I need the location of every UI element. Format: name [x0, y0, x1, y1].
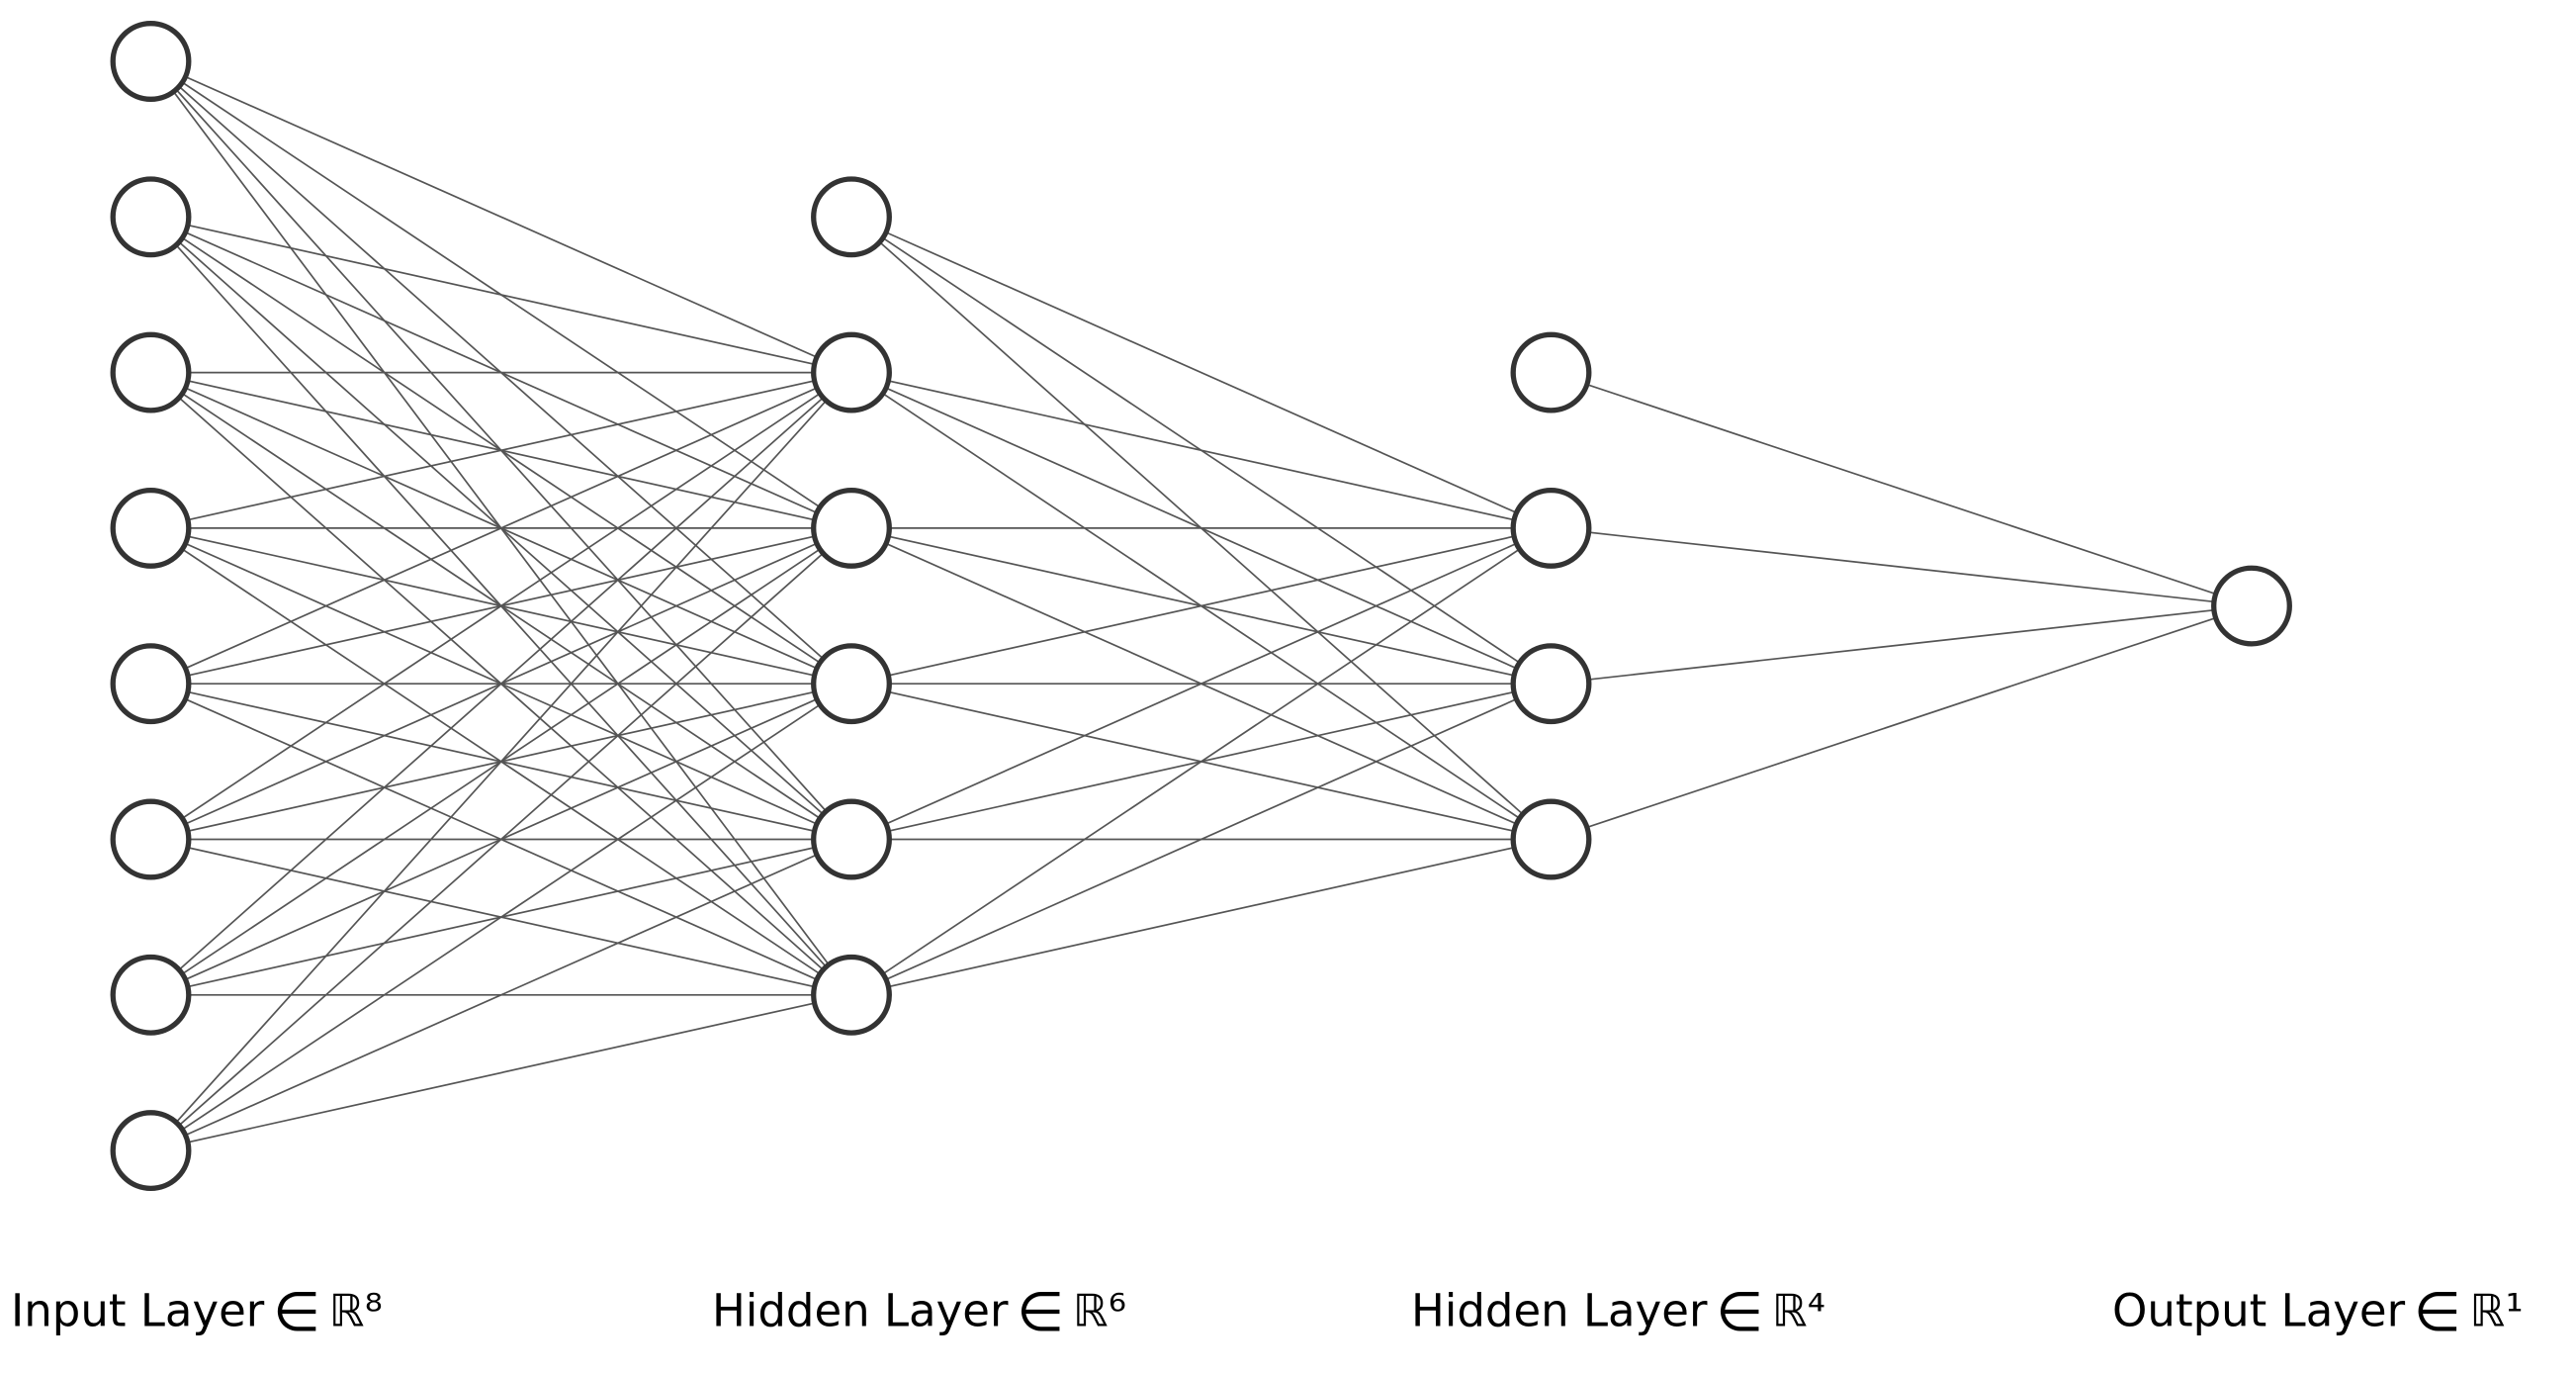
- edge-hidden-layer-1-5-to-hidden-layer-2-1: [850, 527, 1552, 996]
- edge-input-layer-6-to-hidden-layer-1-1: [149, 371, 852, 996]
- edge-input-layer-3-to-hidden-layer-1-1: [150, 371, 852, 529]
- output-layer-space: ℝ¹: [2469, 1284, 2525, 1337]
- element-of-symbol: ∈: [1017, 1280, 1065, 1343]
- element-of-symbol: ∈: [1716, 1280, 1764, 1343]
- neuron-input-layer-8: [110, 1110, 192, 1192]
- neuron-output-layer-1: [2211, 565, 2292, 647]
- input-layer-label-text: Input Layer: [11, 1284, 265, 1337]
- hidden-layer-1-label-text: Hidden Layer: [712, 1284, 1009, 1337]
- edge-hidden-layer-2-0-to-output-layer-0: [1551, 371, 2253, 607]
- hidden-layer-2-space: ℝ⁴: [1771, 1284, 1826, 1337]
- element-of-symbol: ∈: [2413, 1280, 2461, 1343]
- neuron-input-layer-6: [110, 798, 192, 880]
- neuron-hidden-layer-1-3: [811, 487, 892, 569]
- neuron-input-layer-5: [110, 643, 192, 725]
- neuron-hidden-layer-1-1: [811, 176, 892, 258]
- edge-input-layer-7-to-hidden-layer-1-3: [150, 683, 852, 1151]
- edge-hidden-layer-1-4-to-hidden-layer-2-1: [850, 527, 1552, 841]
- edge-hidden-layer-2-1-to-output-layer-0: [1551, 527, 2253, 607]
- edge-hidden-layer-1-5-to-hidden-layer-2-2: [850, 683, 1552, 996]
- neuron-input-layer-3: [110, 331, 192, 413]
- hidden-layer-1-space: ℝ⁶: [1072, 1284, 1127, 1337]
- edge-hidden-layer-1-5-to-hidden-layer-2-3: [850, 838, 1552, 996]
- neuron-input-layer-1: [110, 21, 192, 102]
- neuron-hidden-layer-2-3: [1510, 643, 1592, 725]
- output-layer-label: Output Layer∈ℝ¹: [2112, 1285, 2524, 1339]
- neuron-hidden-layer-2-2: [1510, 487, 1592, 569]
- nodes-group: [110, 21, 2292, 1192]
- neuron-hidden-layer-1-4: [811, 643, 892, 725]
- edge-hidden-layer-1-0-to-hidden-layer-2-1: [850, 216, 1552, 529]
- neuron-hidden-layer-1-2: [811, 331, 892, 413]
- edge-hidden-layer-2-3-to-output-layer-0: [1551, 604, 2253, 841]
- hidden-layer-1-label: Hidden Layer∈ℝ⁶: [712, 1285, 1126, 1339]
- neuron-input-layer-4: [110, 487, 192, 569]
- neuron-hidden-layer-2-4: [1510, 798, 1592, 880]
- edge-input-layer-1-to-hidden-layer-1-1: [150, 216, 852, 374]
- edge-hidden-layer-1-1-to-hidden-layer-2-1: [850, 371, 1552, 529]
- hidden-layer-2-label: Hidden Layer∈ℝ⁴: [1411, 1285, 1825, 1339]
- neuron-hidden-layer-2-1: [1510, 331, 1592, 413]
- edges-group: [149, 60, 2253, 1151]
- hidden-layer-2-label-text: Hidden Layer: [1411, 1284, 1708, 1337]
- element-of-symbol: ∈: [273, 1280, 320, 1343]
- neuron-hidden-layer-1-6: [811, 954, 892, 1036]
- neuron-input-layer-2: [110, 176, 192, 258]
- edge-input-layer-7-to-hidden-layer-1-1: [149, 372, 852, 1151]
- edge-input-layer-4-to-hidden-layer-1-1: [150, 371, 852, 685]
- input-layer-label: Input Layer∈ℝ⁸: [11, 1285, 383, 1339]
- output-layer-label-text: Output Layer: [2112, 1284, 2406, 1337]
- neuron-input-layer-7: [110, 954, 192, 1036]
- edge-input-layer-7-to-hidden-layer-1-2: [149, 527, 852, 1151]
- edge-input-layer-0-to-hidden-layer-1-1: [150, 60, 852, 374]
- edge-input-layer-7-to-hidden-layer-1-4: [150, 838, 852, 1151]
- edge-hidden-layer-1-3-to-hidden-layer-2-1: [850, 527, 1552, 686]
- input-layer-space: ℝ⁸: [328, 1284, 384, 1337]
- neuron-hidden-layer-1-5: [811, 798, 892, 880]
- edge-input-layer-7-to-hidden-layer-1-5: [150, 993, 852, 1151]
- edge-hidden-layer-2-2-to-output-layer-0: [1551, 604, 2253, 686]
- edge-input-layer-5-to-hidden-layer-1-1: [150, 371, 852, 841]
